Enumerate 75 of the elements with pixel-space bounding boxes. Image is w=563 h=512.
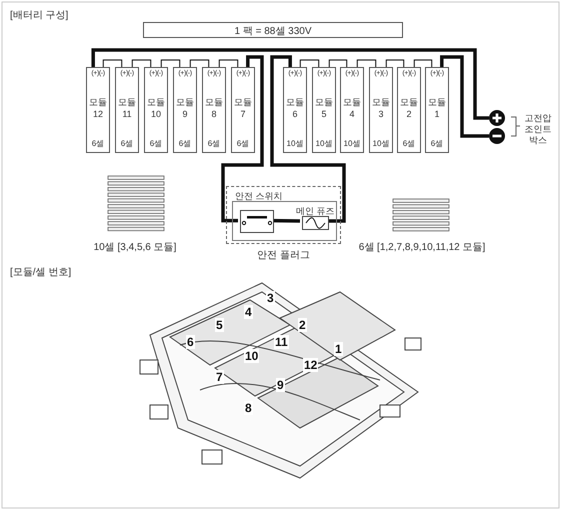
cell-count: 10셀 (314, 138, 334, 149)
module-box (86, 67, 110, 153)
module-label: 모듈 10 (146, 96, 166, 120)
module-label: 모듈 3 (371, 96, 391, 120)
callout-number: 3 (266, 291, 275, 305)
cell-count: 10셀 (372, 138, 390, 149)
callout-number: 9 (276, 378, 285, 392)
callout-number: 6 (186, 335, 195, 349)
cell-count: 6셀 (206, 138, 222, 149)
cell-count: 6셀 (236, 138, 250, 149)
callout-number: 11 (274, 335, 289, 349)
callout-number: 2 (298, 318, 307, 332)
stack-caption: 10셀 [3,4,5,6 모듈] (92, 242, 178, 253)
power-cable (221, 55, 264, 222)
bus-bar (190, 60, 210, 68)
pack-label: 1 팩 = 88셀 330V (234, 25, 312, 38)
module-label: 모듈 1 (427, 96, 447, 120)
bus-bar (414, 60, 432, 68)
module-label: 모듈 11 (117, 96, 137, 120)
module-box (397, 67, 421, 153)
callout-number: 7 (215, 370, 224, 384)
cell-count: 6셀 (402, 138, 416, 149)
module-label: 모듈 9 (175, 96, 195, 120)
section-title: [배터리 구성] (10, 9, 68, 22)
pack-box (143, 22, 403, 38)
power-cable (270, 55, 346, 223)
callout-number: 1 (334, 342, 343, 356)
cell-count: 6셀 (120, 138, 134, 149)
cell-count: 10셀 (286, 138, 304, 149)
switch-box (240, 210, 274, 233)
callout-number: 4 (244, 305, 253, 319)
module-label: 모듈 2 (399, 96, 419, 120)
cell-count: 6셀 (148, 138, 164, 149)
bus-bar (102, 60, 122, 68)
module-box (369, 67, 393, 153)
power-cable (440, 55, 489, 138)
cell-count: 6셀 (90, 138, 106, 149)
section-title: [모듈/셀 번호] (10, 266, 72, 279)
bus-bar (356, 60, 376, 68)
module-box (144, 67, 168, 153)
module-box (231, 67, 255, 153)
module-label: 모듈 4 (342, 96, 362, 120)
callout-number: 12 (303, 358, 318, 372)
module-label: 모듈 6 (285, 96, 305, 120)
module-label: 모듈 8 (204, 96, 224, 120)
cell-count: 10셀 (342, 138, 362, 149)
bus-bar (218, 60, 238, 68)
cell-count: 6셀 (178, 138, 192, 149)
module-label: 모듈 5 (314, 96, 334, 120)
bus-bar (300, 60, 320, 68)
positive-terminal (489, 110, 505, 126)
power-cable (91, 48, 489, 120)
safety-plug-label: 안전 플러그 (256, 249, 311, 262)
bus-bar (132, 60, 152, 68)
switch-label: 안전 스위치 (235, 190, 283, 203)
cell-count: 6셀 (430, 138, 444, 149)
negative-terminal (489, 128, 505, 144)
module-box (173, 67, 197, 153)
bus-bar (386, 60, 404, 68)
callout-number: 8 (244, 401, 253, 415)
module-box (425, 67, 449, 153)
callout-number: 5 (215, 318, 224, 332)
module-label: 모듈 12 (88, 96, 108, 120)
module-box (202, 67, 226, 153)
module-box (283, 67, 307, 153)
module-box (115, 67, 139, 153)
bus-bar (160, 60, 180, 68)
module-label: 모듈 7 (233, 96, 253, 120)
joint-box-label: 고전압 조인트 박스 (524, 113, 552, 146)
callout-number: 10 (244, 349, 260, 363)
stack-caption: 6셀 [1,2,7,8,9,10,11,12 모듈] (358, 242, 486, 253)
module-box (340, 67, 364, 153)
fuse-label: 메인 퓨즈 (296, 205, 335, 218)
bus-bar (328, 60, 348, 68)
module-box (312, 67, 336, 153)
